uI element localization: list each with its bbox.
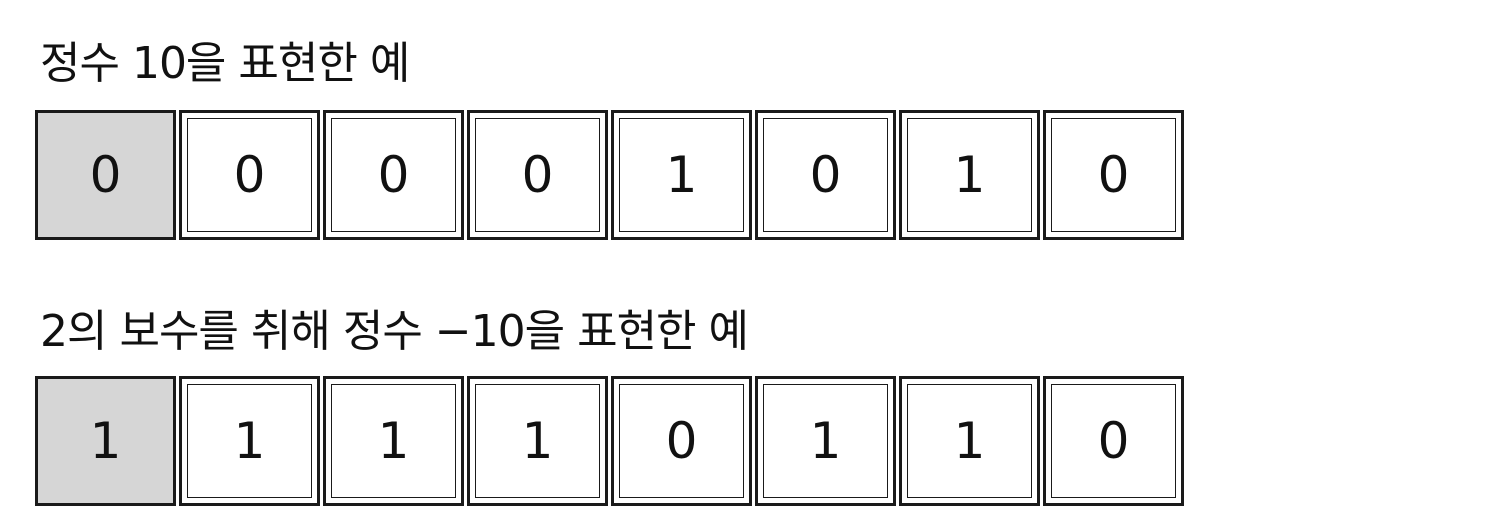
bit-cell: 1: [755, 376, 896, 506]
bit-cell: 0: [323, 110, 464, 240]
bit-cell: 1: [179, 376, 320, 506]
bit-cell: 0: [755, 110, 896, 240]
sign-bit-cell: 0: [35, 110, 176, 240]
panel-title: 정수 10을 표현한 예: [40, 38, 410, 89]
bit-cell: 0: [467, 110, 608, 240]
bit-cell: 1: [611, 110, 752, 240]
bit-row: 1 1 1 1 0 1 1 0: [35, 376, 1184, 506]
bit-cell: 0: [611, 376, 752, 506]
bit-cell: 0: [179, 110, 320, 240]
bit-row: 0 0 0 0 1 0 1 0: [35, 110, 1184, 240]
panel-title: 2의 보수를 취해 정수 −10을 표현한 예: [40, 306, 749, 357]
bit-cell: 1: [467, 376, 608, 506]
bit-cell: 0: [1043, 376, 1184, 506]
bit-cell: 1: [323, 376, 464, 506]
bit-cell: 1: [899, 376, 1040, 506]
bit-cell: 0: [1043, 110, 1184, 240]
sign-bit-cell: 1: [35, 376, 176, 506]
bit-cell: 1: [899, 110, 1040, 240]
